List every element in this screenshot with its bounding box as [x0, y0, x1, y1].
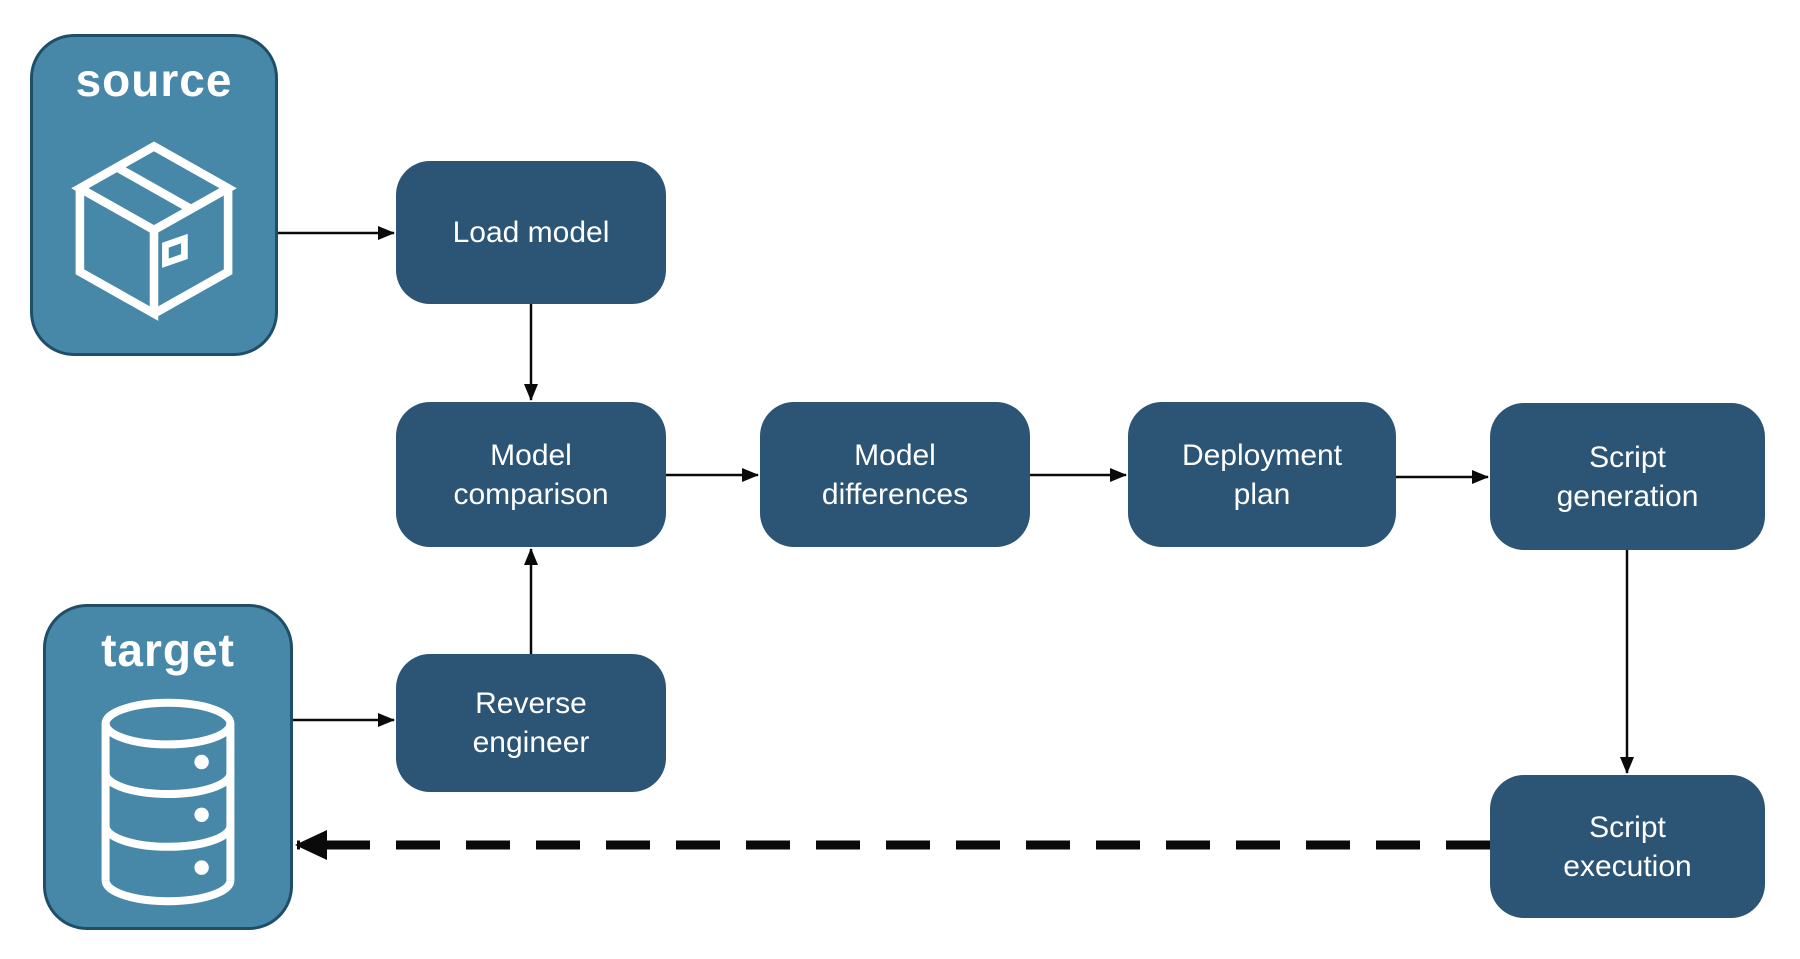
- node-label: Script: [1589, 810, 1666, 844]
- endpoint-target: target: [43, 604, 293, 930]
- node-label: comparison: [453, 477, 609, 511]
- node-deployment-plan: Deployment plan: [1128, 402, 1396, 547]
- database-icon: [46, 677, 290, 927]
- node-label: generation: [1556, 479, 1699, 513]
- node-label: execution: [1563, 849, 1692, 883]
- source-label: source: [75, 54, 233, 106]
- node-model-differences: Model differences: [760, 402, 1030, 547]
- node-script-generation: Script generation: [1490, 403, 1765, 550]
- node-label: engineer: [472, 726, 590, 759]
- node-label: Reverse: [475, 687, 587, 720]
- node-label: Script: [1589, 440, 1666, 474]
- node-script-execution: Script execution: [1490, 775, 1765, 918]
- node-label: Model: [490, 438, 572, 472]
- node-reverse-engineer: Reverse engineer: [396, 654, 666, 792]
- node-load-model: Load model: [396, 161, 666, 304]
- node-label: Deployment: [1181, 438, 1343, 472]
- endpoint-source: source: [30, 34, 278, 356]
- node-label: Load model: [452, 216, 610, 249]
- node-label: Model: [854, 438, 936, 472]
- node-label: differences: [821, 477, 969, 511]
- node-model-comparison: Model comparison: [396, 402, 666, 547]
- target-label: target: [101, 624, 235, 676]
- package-icon: [33, 107, 275, 353]
- node-label: plan: [1233, 477, 1291, 511]
